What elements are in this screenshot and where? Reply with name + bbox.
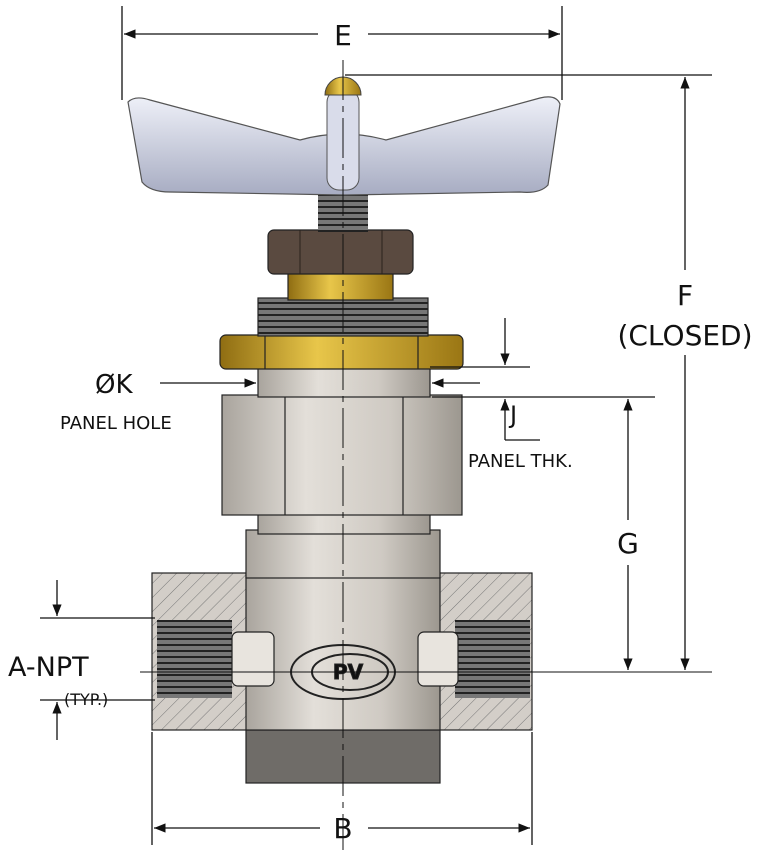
centerlines: [140, 60, 712, 850]
label-k: ØK: [95, 370, 133, 400]
label-panel-hole: PANEL HOLE: [60, 413, 172, 434]
label-j: J: [508, 401, 517, 429]
right-port-bore: [417, 631, 459, 687]
panel-nut: [219, 297, 464, 370]
packing-nut: [267, 192, 414, 301]
label-typ: (TYP.): [64, 690, 108, 709]
dimension-b: [151, 732, 533, 845]
left-port-thread: [157, 620, 232, 698]
label-a-npt: A-NPT: [8, 652, 89, 683]
label-e: E: [334, 19, 352, 52]
label-f: F: [677, 279, 693, 312]
dimension-f: [345, 74, 712, 670]
dimension-g: [432, 396, 655, 670]
label-f-closed: (CLOSED): [617, 319, 752, 352]
dimension-e: [121, 6, 563, 100]
label-b: B: [333, 812, 352, 845]
label-g: G: [617, 527, 639, 560]
left-port-bore: [231, 631, 275, 687]
dimension-j: [430, 318, 540, 441]
valve-body: [151, 511, 533, 784]
t-handle: [127, 76, 561, 196]
hex-bonnet-nut: [221, 364, 463, 516]
panel-collar: [257, 364, 431, 398]
right-port-thread: [455, 620, 530, 698]
dimension-a: [40, 580, 155, 740]
label-panel-thk: PANEL THK.: [468, 451, 573, 472]
